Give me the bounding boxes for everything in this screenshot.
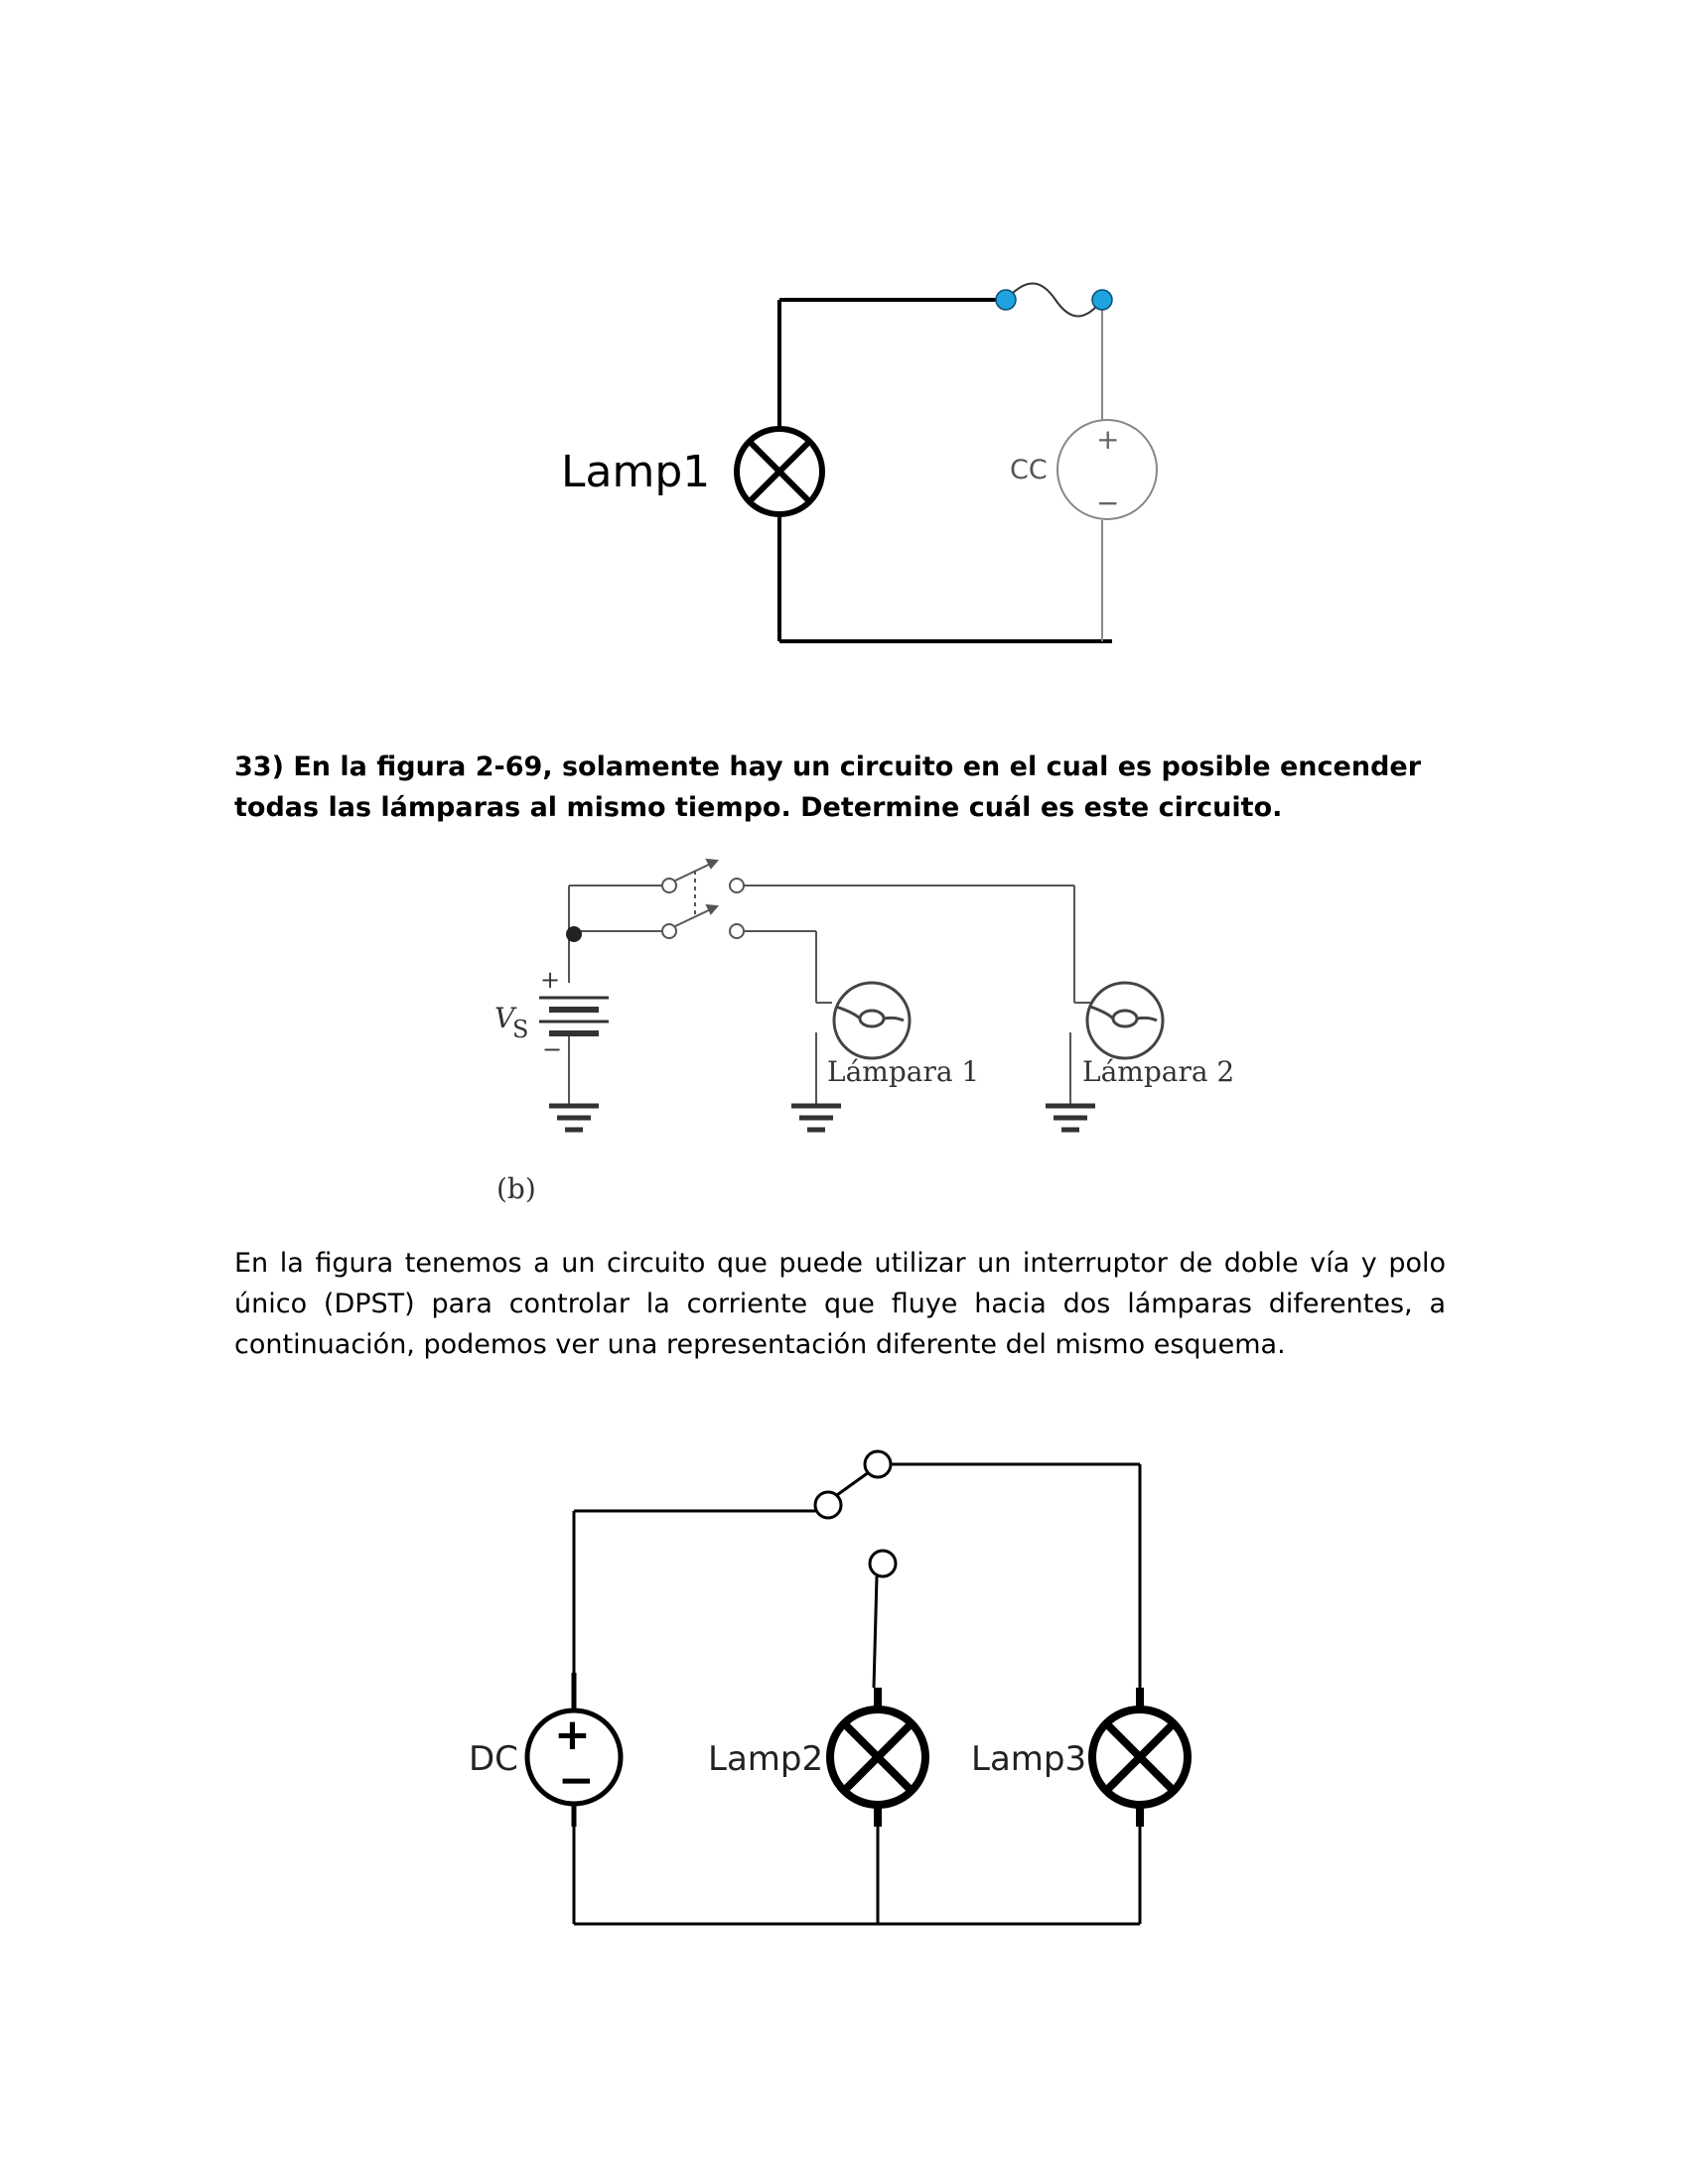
vs-plus-sign: + [540, 966, 560, 994]
vs-minus-sign: − [542, 1035, 562, 1063]
ground-symbol-lamp2 [1046, 1103, 1095, 1133]
cc-source-label: CC [1010, 455, 1048, 485]
lamp2-icon [826, 1688, 929, 1827]
lamp1-label: Lamp1 [561, 447, 710, 497]
cc-source-plus: + [1096, 423, 1119, 456]
dpst-switch[interactable] [661, 858, 745, 939]
circuit3-wires [572, 1462, 1142, 1926]
dc-source-icon [524, 1673, 624, 1827]
lamp2-label: Lamp2 [708, 1739, 823, 1779]
ground-symbol-lamp1 [791, 1103, 841, 1133]
spdt-switch[interactable] [813, 1449, 898, 1578]
dc-source-plus: + [554, 1709, 591, 1760]
question-text: 33) En la figura 2-69, solamente hay un … [234, 751, 1422, 823]
cc-source-minus: − [1096, 486, 1119, 519]
ground-symbol-battery [549, 1103, 599, 1133]
lamp3-label: Lamp3 [971, 1739, 1086, 1779]
lampara-2-label: Lámpara 2 [1082, 1055, 1234, 1088]
figure-caption: (b) [496, 1172, 536, 1205]
circuit1-wires [777, 298, 1112, 643]
battery-vs-icon [539, 996, 609, 1036]
lampara-1-icon [832, 981, 912, 1060]
fuse-symbol [1005, 282, 1103, 318]
explanation-paragraph: En la figura tenemos a un circuito que p… [234, 1248, 1446, 1360]
cc-source-icon [1056, 419, 1158, 520]
lamp3-icon [1088, 1688, 1192, 1827]
vs-subscript: S [512, 1016, 528, 1043]
junction-node [566, 926, 582, 942]
lamp1-icon [734, 426, 825, 517]
lampara-1-label: Lámpara 1 [827, 1055, 979, 1088]
lampara-2-icon [1085, 981, 1165, 1060]
dc-source-minus: − [558, 1755, 595, 1806]
dc-source-label: DC [469, 1739, 518, 1779]
vs-label: V [494, 1002, 517, 1034]
fuse-terminal-left[interactable] [995, 289, 1017, 311]
figure-b-wires [568, 885, 1090, 1104]
fuse-terminal-right[interactable] [1091, 289, 1113, 311]
